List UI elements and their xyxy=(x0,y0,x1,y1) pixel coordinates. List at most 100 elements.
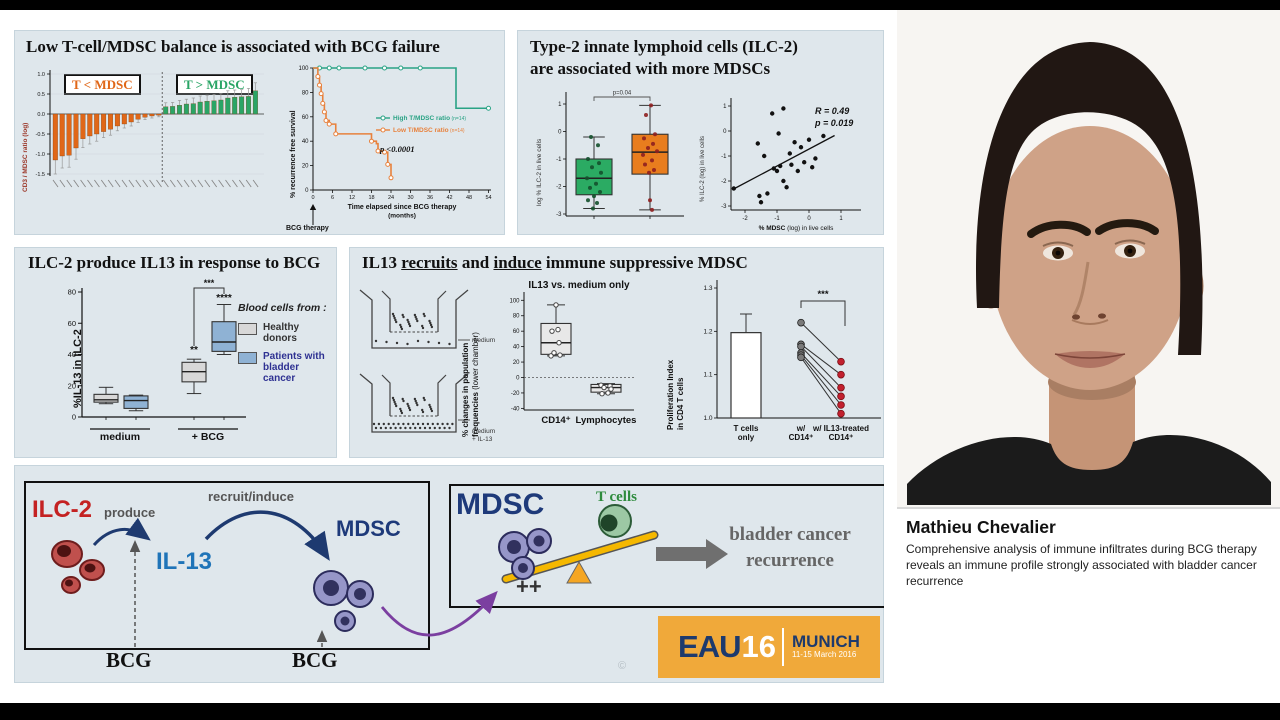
right-eyebrow xyxy=(1095,219,1159,235)
svg-text:1.3: 1.3 xyxy=(703,285,712,292)
svg-text:R = 0.49: R = 0.49 xyxy=(815,106,849,116)
svg-text:w/ IL13-treated: w/ IL13-treated xyxy=(812,424,869,433)
outcome-label: bladder cancer recurrence xyxy=(729,524,851,571)
svg-text:-2: -2 xyxy=(721,179,727,185)
transwell-diagram xyxy=(359,289,470,433)
svg-text:-1.0: -1.0 xyxy=(36,152,45,158)
svg-text:100: 100 xyxy=(298,66,309,72)
svg-text:48: 48 xyxy=(466,195,472,201)
svg-text:6: 6 xyxy=(331,195,334,201)
svg-text:-40: -40 xyxy=(511,406,520,412)
transwell-label-medium: medium xyxy=(472,337,496,344)
svg-text:medium: medium xyxy=(100,431,140,443)
svg-text:1: 1 xyxy=(723,104,727,110)
svg-text:0: 0 xyxy=(516,376,520,382)
svg-text:**: ** xyxy=(190,345,198,356)
svg-text:12: 12 xyxy=(349,195,355,201)
svg-text:-1.5: -1.5 xyxy=(36,172,45,178)
svg-text:-1: -1 xyxy=(774,216,780,222)
svg-text:CD14⁺: CD14⁺ xyxy=(541,415,570,426)
face xyxy=(990,126,1190,390)
speaker-name: Mathieu Chevalier xyxy=(906,517,1056,537)
ilc2-cells-icon xyxy=(51,540,105,594)
speaker-caption: Mathieu Chevalier Comprehensive analysis… xyxy=(897,509,1280,703)
group-label-t-greater-mdsc: T > MDSC xyxy=(176,74,253,95)
svg-text:Lymphocytes: Lymphocytes xyxy=(576,415,637,426)
svg-text:60: 60 xyxy=(68,319,76,328)
speaker-description: Comprehensive analysis of immune infiltr… xyxy=(906,542,1257,589)
panel2-title-line2: are associated with more MDSCs xyxy=(530,59,771,78)
mdsc-transfer-arrow xyxy=(380,590,498,637)
svg-text:p=0.04: p=0.04 xyxy=(613,91,632,97)
summary-diagram xyxy=(24,481,884,650)
svg-text:80: 80 xyxy=(302,90,309,96)
panel-ilc2-mdsc xyxy=(517,30,884,235)
ilc2-label: ILC-2 xyxy=(32,496,92,523)
svg-text:-1: -1 xyxy=(556,157,562,163)
logo-year-text: 16 xyxy=(741,629,776,664)
svg-text:40: 40 xyxy=(302,139,309,145)
transwell-label-medium-il13: medium + IL-13 xyxy=(472,428,496,443)
panel3-title: ILC-2 produce IL13 in response to BCG xyxy=(28,253,321,272)
panel2-title-line1: Type-2 innate lymphoid cells (ILC-2) xyxy=(530,37,798,56)
chamber-boxplot: IL13 vs. medium only100806040200-20-40CD… xyxy=(509,280,637,426)
svg-text:0: 0 xyxy=(72,413,76,422)
svg-text:60: 60 xyxy=(513,329,520,335)
svg-text:20: 20 xyxy=(302,164,309,170)
copyright-mark: © xyxy=(618,660,627,672)
svg-text:42: 42 xyxy=(446,195,452,201)
summary-right-box xyxy=(449,484,884,608)
svg-text:% MDSC (log) in live cells: % MDSC (log) in live cells xyxy=(759,225,835,232)
svg-text:-3: -3 xyxy=(721,204,727,210)
svg-text:1: 1 xyxy=(558,102,562,108)
svg-text:-2: -2 xyxy=(556,185,562,191)
svg-text:0: 0 xyxy=(807,216,811,222)
svg-text:w/: w/ xyxy=(796,424,806,433)
produce-label: produce xyxy=(104,505,156,520)
mdsc-label-left: MDSC xyxy=(336,516,401,541)
svg-text:1.1: 1.1 xyxy=(703,372,712,379)
svg-text:0.0: 0.0 xyxy=(37,112,45,118)
mdsc-label-right: MDSC xyxy=(456,488,545,521)
left-eyebrow xyxy=(1027,220,1091,238)
plusplus-label: ++ xyxy=(516,574,542,599)
svg-text:40: 40 xyxy=(513,345,520,351)
chamber-y-axis-label: % changes in population frequencies (low… xyxy=(461,332,480,437)
legend-item-healthy: Healthy donors xyxy=(238,322,334,344)
panel1-title: Low T-cell/MDSC balance is associated wi… xyxy=(26,37,440,56)
healthy-swatch-icon xyxy=(238,323,257,335)
bcg-label-left: BCG xyxy=(106,648,152,672)
svg-text:20: 20 xyxy=(513,360,520,366)
il13-label: IL-13 xyxy=(156,548,213,575)
logo-date-text: 11-15 March 2016 xyxy=(791,650,857,660)
svg-text:-1: -1 xyxy=(721,154,727,160)
svg-text:-20: -20 xyxy=(511,391,520,397)
il13-legend: Blood cells from : Healthy donors Patien… xyxy=(238,302,334,391)
patients-swatch-icon xyxy=(238,352,257,364)
svg-text:20: 20 xyxy=(68,381,76,390)
svg-text:IL13 vs. medium only: IL13 vs. medium only xyxy=(528,280,630,291)
letterbox-bottom xyxy=(0,703,1280,720)
svg-text:24: 24 xyxy=(388,195,394,201)
svg-text:BCG therapy: BCG therapy xyxy=(286,225,329,232)
svg-text:30: 30 xyxy=(407,195,413,201)
svg-text:-2: -2 xyxy=(742,216,748,222)
mdsc-heavy-cells-icon xyxy=(498,528,552,580)
mouth xyxy=(1055,351,1125,368)
svg-text:+ BCG: + BCG xyxy=(192,431,224,443)
svg-text:80: 80 xyxy=(513,314,520,320)
svg-text:80: 80 xyxy=(68,288,76,297)
svg-text:-0.5: -0.5 xyxy=(36,132,45,138)
outcome-arrow xyxy=(656,539,728,569)
tcell-icon xyxy=(598,504,632,538)
poster-slide: Low T-cell/MDSC balance is associated wi… xyxy=(0,10,897,703)
svg-text:****: **** xyxy=(216,293,232,304)
svg-text:CD14⁺: CD14⁺ xyxy=(829,433,854,442)
panel4-title: IL13 recruits and induce immune suppress… xyxy=(362,253,748,272)
seesaw-fulcrum xyxy=(566,560,592,584)
